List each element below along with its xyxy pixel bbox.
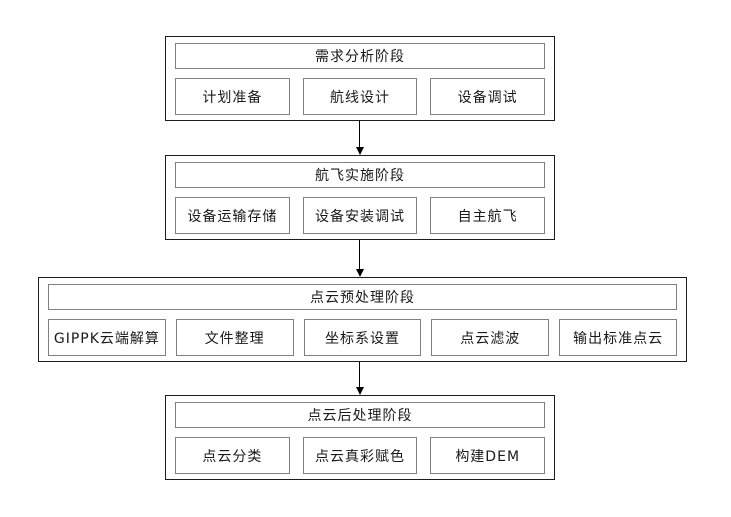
flow-arrow-line [359, 121, 361, 148]
step-box: 文件整理 [175, 319, 294, 356]
stage-steps-row: GIPPK云端解算文件整理坐标系设置点云滤波输出标准点云 [48, 319, 677, 356]
stage-box-3: 点云预处理阶段 GIPPK云端解算文件整理坐标系设置点云滤波输出标准点云 [38, 277, 687, 362]
stage-steps-row: 设备运输存储设备安装调试自主航飞 [175, 197, 546, 234]
flow-arrow-head [355, 269, 364, 277]
stage-steps-row: 计划准备航线设计设备调试 [175, 78, 546, 115]
stage-box-1: 需求分析阶段计划准备航线设计设备调试 [165, 36, 555, 121]
step-box: 点云滤波 [431, 319, 550, 356]
stage-box-4: 点云后处理阶段点云分类点云真彩赋色构建DEM [165, 395, 555, 480]
step-box: 点云真彩赋色 [302, 437, 418, 474]
stage-title: 点云后处理阶段 [175, 402, 545, 428]
stage-steps-row: 点云分类点云真彩赋色构建DEM [175, 437, 546, 474]
step-box: 设备运输存储 [175, 197, 290, 234]
step-box: 设备调试 [430, 78, 546, 115]
flow-arrow-line [359, 362, 361, 388]
step-box: 航线设计 [302, 78, 418, 115]
step-box: 自主航飞 [430, 197, 546, 234]
step-box: 坐标系设置 [303, 319, 422, 356]
step-box: GIPPK云端解算 [48, 319, 166, 356]
stage-box-2: 航飞实施阶段设备运输存储设备安装调试自主航飞 [165, 155, 555, 240]
step-box: 构建DEM [430, 437, 546, 474]
step-box: 设备安装调试 [302, 197, 418, 234]
step-box: 点云分类 [175, 437, 290, 474]
step-box: 计划准备 [175, 78, 290, 115]
step-box: 输出标准点云 [559, 319, 677, 356]
flow-arrow-head [355, 147, 364, 155]
stage-title: 需求分析阶段 [175, 43, 545, 69]
stage-title: 点云预处理阶段 [48, 284, 677, 310]
flow-arrow-line [359, 240, 361, 270]
stage-title: 航飞实施阶段 [175, 162, 545, 188]
flow-arrow-head [355, 387, 364, 395]
